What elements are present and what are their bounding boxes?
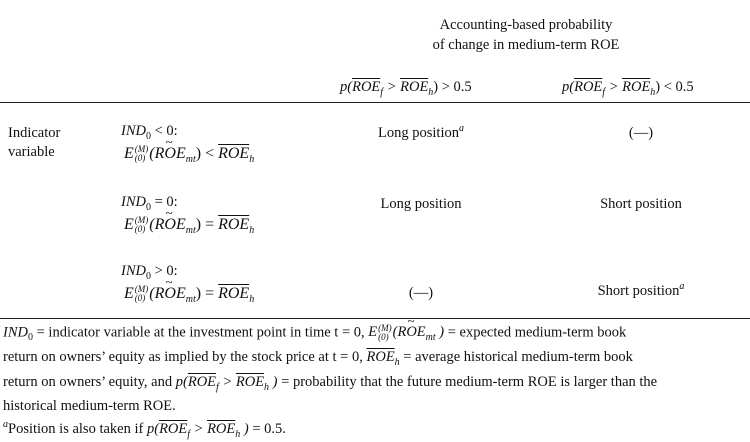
row-header-line2: variable — [8, 144, 55, 160]
note-expr-e: E(M)(0)(ROEmt ) — [368, 313, 444, 342]
row1-cell-lt: (—) — [628, 125, 654, 141]
header-title-line1: Accounting-based probability — [439, 17, 613, 33]
column-header-gt: p(ROEf > ROEh) > 0.5 — [340, 79, 472, 98]
note-line4: historical medium-term ROE. — [3, 398, 176, 414]
row2-cell-lt: Short position — [600, 196, 682, 212]
note-line3: return on owners’ equity, and p(ROEf > R… — [3, 374, 658, 393]
row1-equation: E(M)(0)(ROEmt) < ROEh — [124, 134, 254, 165]
row-header-line1: Indicator — [8, 125, 61, 141]
row1-cell-gt: Long positiona — [378, 123, 464, 141]
body-rule — [0, 318, 750, 319]
row3-cell-lt: Short positiona — [597, 281, 685, 299]
row3-equation: E(M)(0)(ROEmt) = ROEh — [124, 274, 254, 305]
footnote-a: aPosition is also taken if p(ROEf > ROEh… — [3, 419, 286, 440]
note-line2: return on owners’ equity as implied by t… — [3, 349, 633, 368]
row2-condition: IND0 = 0: — [121, 194, 178, 213]
header-rule — [0, 102, 750, 103]
row3-cell-gt: (—) — [408, 285, 434, 301]
note-line1: IND0 = indicator variable at the investm… — [3, 313, 626, 342]
column-header-lt: p(ROEf > ROEh) < 0.5 — [562, 79, 694, 98]
row2-cell-gt: Long position — [380, 196, 462, 212]
header-title-line2: of change in medium-term ROE — [432, 37, 620, 53]
row2-equation: E(M)(0)(ROEmt) = ROEh — [124, 205, 254, 236]
